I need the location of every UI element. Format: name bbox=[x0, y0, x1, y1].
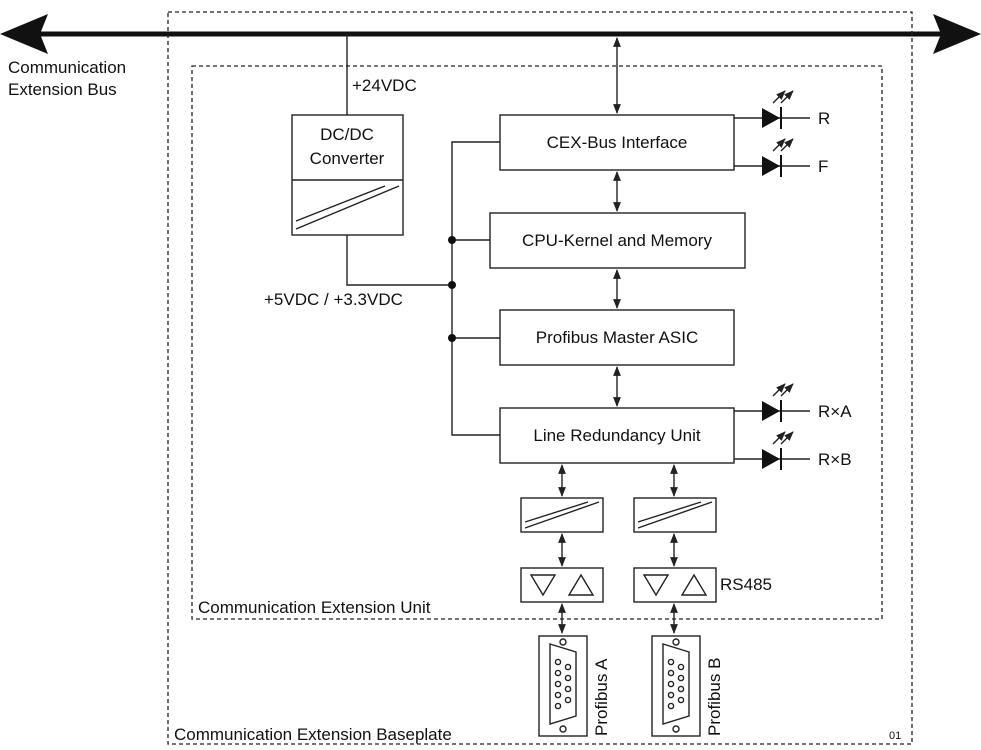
baseplate-label: Communication Extension Baseplate bbox=[174, 725, 452, 744]
led-r-icon bbox=[734, 90, 810, 129]
profibus-b-connector-icon bbox=[651, 635, 701, 737]
profibus-asic-block bbox=[499, 309, 735, 366]
cex-bus-interface-label: CEX-Bus Interface bbox=[547, 133, 688, 152]
led-rxb-icon bbox=[734, 431, 810, 470]
bidirectional-links bbox=[558, 37, 678, 634]
profibus-a-label: Profibus A bbox=[592, 658, 611, 736]
corner-text: 01 bbox=[889, 730, 901, 742]
profibus-b-label: Profibus B bbox=[705, 658, 724, 736]
bus-label-line1: Communication bbox=[8, 58, 126, 77]
converter-label-line1: DC/DC bbox=[320, 125, 374, 144]
unit-label: Communication Extension Unit bbox=[198, 598, 431, 617]
led-rxa-icon bbox=[734, 383, 810, 422]
power-distribution-wiring bbox=[346, 141, 500, 436]
cpu-kernel-label: CPU-Kernel and Memory bbox=[522, 231, 712, 250]
power-input-label: +24VDC bbox=[352, 76, 417, 95]
converter-label-line2: Converter bbox=[310, 149, 385, 168]
unit-frame bbox=[191, 65, 883, 620]
cpu-kernel-block bbox=[489, 212, 746, 269]
led-rxb-label: R×B bbox=[818, 450, 852, 469]
isolator-a bbox=[520, 497, 604, 533]
line-redundancy-block bbox=[499, 407, 735, 464]
isolator-b bbox=[633, 497, 717, 533]
profibus-asic-label: Profibus Master ASIC bbox=[536, 328, 699, 347]
profibus-a-connector-icon bbox=[538, 635, 588, 737]
line-redundancy-label: Line Redundancy Unit bbox=[533, 426, 701, 445]
baseplate-frame bbox=[167, 11, 913, 745]
cex-bus-interface-block bbox=[499, 114, 735, 171]
transceiver-a bbox=[520, 567, 604, 603]
power-output-label: +5VDC / +3.3VDC bbox=[264, 290, 403, 309]
communication-extension-bus bbox=[0, 14, 981, 54]
rs485-label: RS485 bbox=[720, 575, 772, 594]
led-f-icon bbox=[734, 138, 810, 177]
bus-label-line2: Extension Bus bbox=[8, 80, 117, 99]
transceiver-b bbox=[633, 567, 717, 603]
led-r-label: R bbox=[818, 109, 830, 128]
led-rxa-label: R×A bbox=[818, 402, 852, 421]
led-f-label: F bbox=[818, 157, 828, 176]
